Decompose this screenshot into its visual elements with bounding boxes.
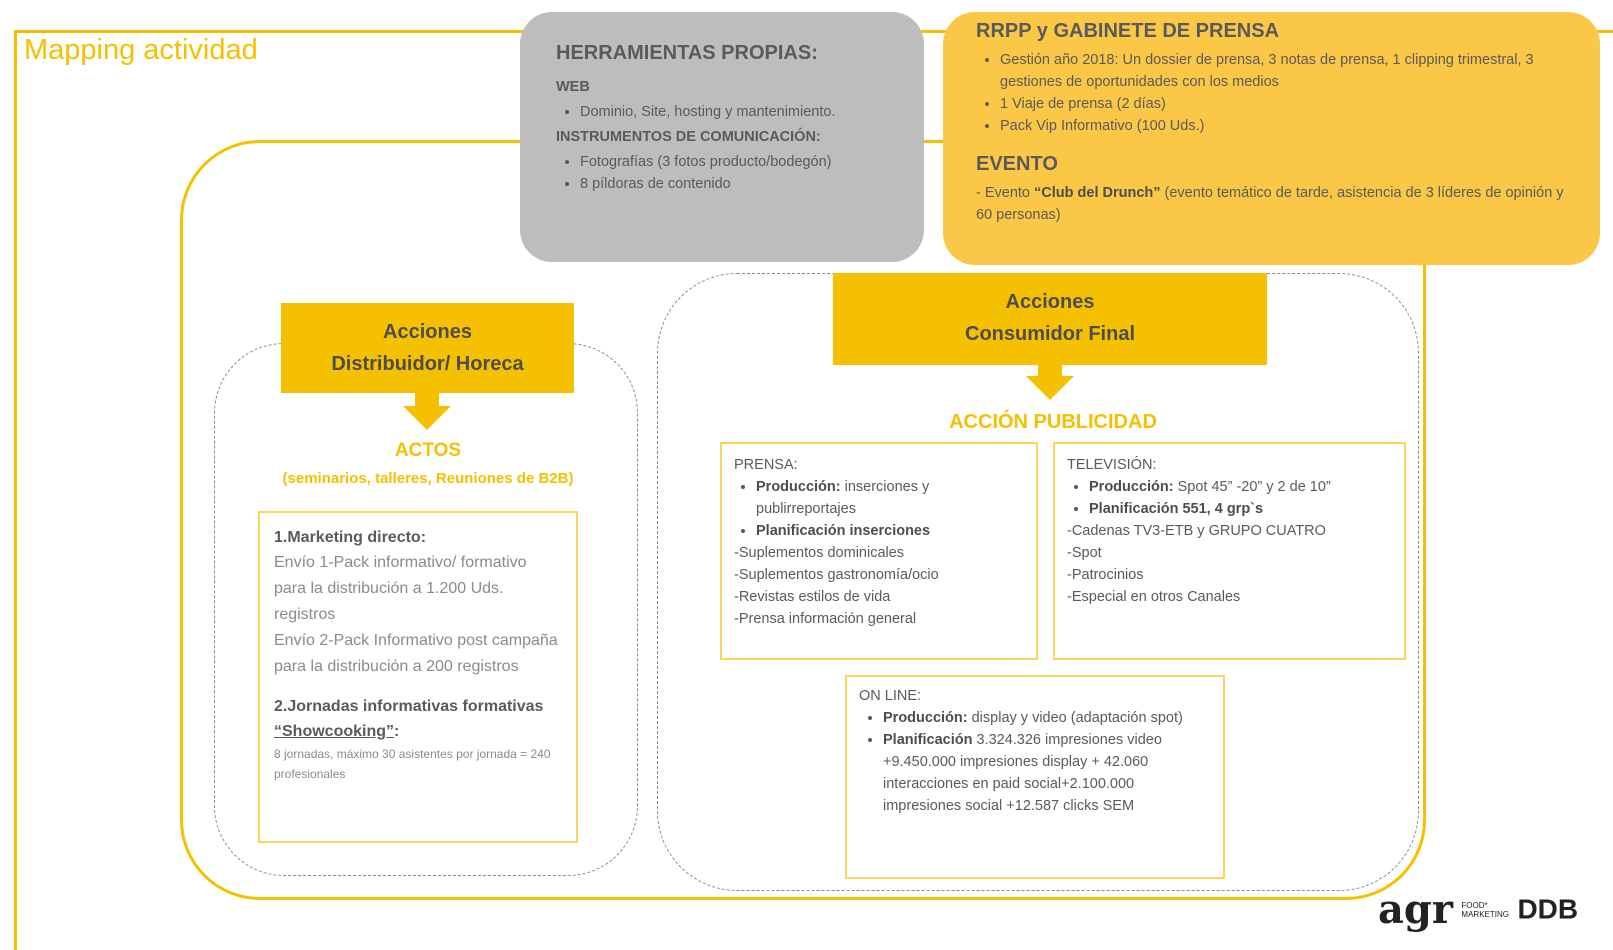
- food-text: FOOD*: [1461, 900, 1488, 910]
- online-planificacion-text: 3.324.326 impresiones video +9.450.000 i…: [883, 732, 1162, 814]
- online-heading: ON LINE:: [859, 688, 922, 704]
- online-box: ON LINE: Producción: display y video (ad…: [845, 675, 1225, 879]
- marketing-directo-text2: Envío 2-Pack Informativo post campaña pa…: [274, 632, 558, 675]
- television-list: Producción: Spot 45” -20” y 2 de 10” Pla…: [1067, 476, 1392, 520]
- television-produccion-text: Spot 45” -20” y 2 de 10”: [1173, 479, 1331, 495]
- web-list: Dominio, Site, hosting y mantenimiento.: [556, 101, 908, 123]
- showcooking-text: “Showcooking”: [274, 723, 394, 740]
- herramientas-box: HERRAMIENTAS PROPIAS: WEB Dominio, Site,…: [520, 12, 924, 262]
- distribuidor-arrow-icon: [403, 406, 451, 430]
- television-heading: TELEVISIÓN:: [1067, 457, 1157, 473]
- rrpp-heading: RRPP y GABINETE DE PRENSA: [976, 20, 1280, 42]
- prensa-produccion-text: inserciones y publirreportajes: [756, 479, 930, 517]
- web-item: Dominio, Site, hosting y mantenimiento.: [580, 101, 908, 123]
- evento-text: - Evento “Club del Drunch” (evento temát…: [976, 182, 1566, 226]
- evento-heading: EVENTO: [976, 153, 1058, 175]
- instrumentos-list: Fotografías (3 fotos producto/bodegón) 8…: [556, 151, 908, 195]
- instrumentos-heading: INSTRUMENTOS DE COMUNICACIÓN:: [556, 129, 821, 145]
- television-line: -Patrocinios: [1067, 567, 1144, 583]
- actos-heading: ACTOS: [394, 440, 462, 461]
- consumidor-tag-line1: Acciones: [1005, 291, 1095, 313]
- television-box: TELEVISIÓN: Producción: Spot 45” -20” y …: [1053, 442, 1406, 660]
- marketing-box: 1.Marketing directo: Envío 1-Pack inform…: [258, 511, 578, 843]
- distribuidor-tag-line1: Acciones: [383, 321, 472, 343]
- consumidor-tag: Acciones Consumidor Final: [833, 273, 1267, 365]
- television-line: -Especial en otros Canales: [1067, 589, 1241, 605]
- marketing-text: MARKETING: [1461, 909, 1509, 919]
- television-produccion-label: Producción:: [1089, 479, 1174, 495]
- jornadas-heading: 2.Jornadas informativas formativas “Show…: [274, 694, 562, 744]
- distribuidor-tag: Acciones Distribuidor/ Horeca: [281, 303, 574, 393]
- distribuidor-arrow-stem: [415, 393, 439, 407]
- rrpp-box: RRPP y GABINETE DE PRENSA Gestión año 20…: [943, 12, 1600, 265]
- television-line: -Cadenas TV3-ETB y GRUPO CUATRO: [1067, 523, 1326, 539]
- prensa-planificacion: Planificación inserciones: [756, 520, 1024, 542]
- online-produccion: Producción: display y video (adaptación …: [883, 707, 1211, 729]
- marketing-directo-heading: 1.Marketing directo:: [274, 529, 427, 546]
- page-title: Mapping actividad: [24, 34, 258, 66]
- television-line: -Spot: [1067, 545, 1102, 561]
- actos-subheading: (seminarios, talleres, Reuniones de B2B): [282, 470, 574, 487]
- marketing-directo-text1: Envío 1-Pack informativo/ formativo para…: [274, 554, 527, 623]
- evento-rest: (evento temático de tarde, asistencia de…: [976, 185, 1564, 223]
- publicidad-heading: ACCIÓN PUBLICIDAD: [949, 411, 1157, 433]
- prensa-planificacion-label: Planificación inserciones: [756, 523, 931, 539]
- television-planificacion-label: Planificación 551, 4 grp`s: [1089, 501, 1264, 517]
- online-produccion-text: display y video (adaptación spot): [967, 710, 1183, 726]
- rrpp-item: Gestión año 2018: Un dossier de prensa, …: [1000, 49, 1560, 93]
- jornadas-colon: :: [394, 723, 400, 740]
- prensa-produccion: Producción: inserciones y publirreportaj…: [756, 476, 1024, 520]
- prensa-line: -Prensa información general: [734, 611, 917, 627]
- evento-name: “Club del Drunch”: [1034, 185, 1161, 201]
- rrpp-item: 1 Viaje de prensa (2 días): [1000, 93, 1560, 115]
- herramientas-heading: HERRAMIENTAS PROPIAS:: [556, 42, 818, 64]
- distribuidor-tag-line2: Distribuidor/ Horeca: [331, 353, 524, 375]
- consumidor-tag-line2: Consumidor Final: [965, 323, 1135, 345]
- rrpp-list: Gestión año 2018: Un dossier de prensa, …: [976, 49, 1560, 137]
- prensa-line: -Suplementos gastronomía/ocio: [734, 567, 939, 583]
- prensa-heading: PRENSA:: [734, 457, 798, 473]
- prensa-box: PRENSA: Producción: inserciones y publir…: [720, 442, 1038, 660]
- online-produccion-label: Producción:: [883, 710, 968, 726]
- web-heading: WEB: [556, 79, 590, 95]
- prensa-list: Producción: inserciones y publirreportaj…: [734, 476, 1024, 542]
- evento-prefix: - Evento: [976, 185, 1035, 201]
- food-marketing-logo-text: FOOD* MARKETING: [1461, 901, 1509, 919]
- agr-ddb-logo: agr FOOD* MARKETING DDB: [1378, 886, 1578, 933]
- instrumentos-item: Fotografías (3 fotos producto/bodegón): [580, 151, 908, 173]
- online-list: Producción: display y video (adaptación …: [859, 707, 1211, 817]
- agr-logo-text: agr: [1378, 886, 1453, 933]
- online-planificacion-label: Planificación: [883, 732, 973, 748]
- prensa-produccion-label: Producción:: [756, 479, 841, 495]
- ddb-logo-text: DDB: [1517, 893, 1579, 925]
- instrumentos-item: 8 píldoras de contenido: [580, 173, 908, 195]
- television-produccion: Producción: Spot 45” -20” y 2 de 10”: [1089, 476, 1392, 498]
- consumidor-arrow-icon: [1026, 376, 1074, 400]
- rrpp-item: Pack Vip Informativo (100 Uds.): [1000, 115, 1560, 137]
- prensa-line: -Suplementos dominicales: [734, 545, 905, 561]
- jornadas-heading-text: 2.Jornadas informativas formativas: [274, 698, 544, 715]
- television-planificacion: Planificación 551, 4 grp`s: [1089, 498, 1392, 520]
- jornadas-text: 8 jornadas, máximo 30 asistentes por jor…: [274, 747, 551, 781]
- consumidor-arrow-stem: [1038, 365, 1062, 377]
- online-planificacion: Planificación 3.324.326 impresiones vide…: [883, 729, 1211, 817]
- prensa-line: -Revistas estilos de vida: [734, 589, 891, 605]
